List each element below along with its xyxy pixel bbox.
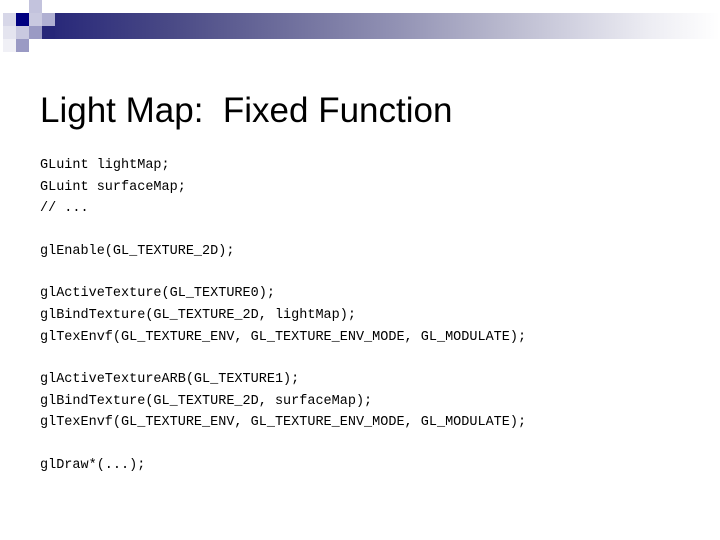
- square-mid-a: [29, 26, 42, 39]
- code-block-draw-call: glDraw*(...);: [40, 455, 712, 477]
- code-line: // ...: [40, 201, 89, 217]
- code-block-declarations: GLuint lightMap; GLuint surfaceMap; // ...: [40, 155, 712, 220]
- code-line: GLuint lightMap;: [40, 158, 170, 173]
- header-decoration: [0, 0, 720, 52]
- square-light-c: [3, 39, 16, 52]
- header-gradient-bar: [18, 13, 720, 39]
- code-block-texture-unit-0: glActiveTexture(GL_TEXTURE0); glBindTextu…: [40, 283, 712, 348]
- code-listing: GLuint lightMap; GLuint surfaceMap; // ...…: [40, 155, 712, 477]
- square-light-b: [3, 26, 16, 39]
- page-title: Light Map: Fixed Function: [40, 91, 453, 131]
- square-navy-small: [16, 13, 29, 26]
- code-block-enable-texturing: glEnable(GL_TEXTURE_2D);: [40, 241, 712, 263]
- code-line: glActiveTextureARB(GL_TEXTURE1);: [40, 372, 300, 388]
- square-light-f: [42, 13, 55, 26]
- code-line: GLuint surfaceMap;: [40, 179, 186, 195]
- square-light-e: [29, 13, 42, 26]
- code-line: glBindTexture(GL_TEXTURE_2D, lightMap);: [40, 307, 356, 323]
- square-mid-b: [16, 26, 29, 39]
- code-line: glDraw*(...);: [40, 457, 146, 473]
- square-light-d: [29, 0, 42, 13]
- square-navy-right: [42, 26, 55, 39]
- code-line: glTexEnvf(GL_TEXTURE_ENV, GL_TEXTURE_ENV…: [40, 329, 527, 345]
- code-line: glBindTexture(GL_TEXTURE_2D, surfaceMap)…: [40, 393, 373, 409]
- code-block-texture-unit-1: glActiveTextureARB(GL_TEXTURE1); glBindTe…: [40, 369, 712, 434]
- code-line: glEnable(GL_TEXTURE_2D);: [40, 243, 235, 259]
- square-mid-c: [16, 39, 29, 52]
- square-light-a: [3, 13, 16, 26]
- code-line: glTexEnvf(GL_TEXTURE_ENV, GL_TEXTURE_ENV…: [40, 415, 527, 431]
- code-line: glActiveTexture(GL_TEXTURE0);: [40, 286, 275, 302]
